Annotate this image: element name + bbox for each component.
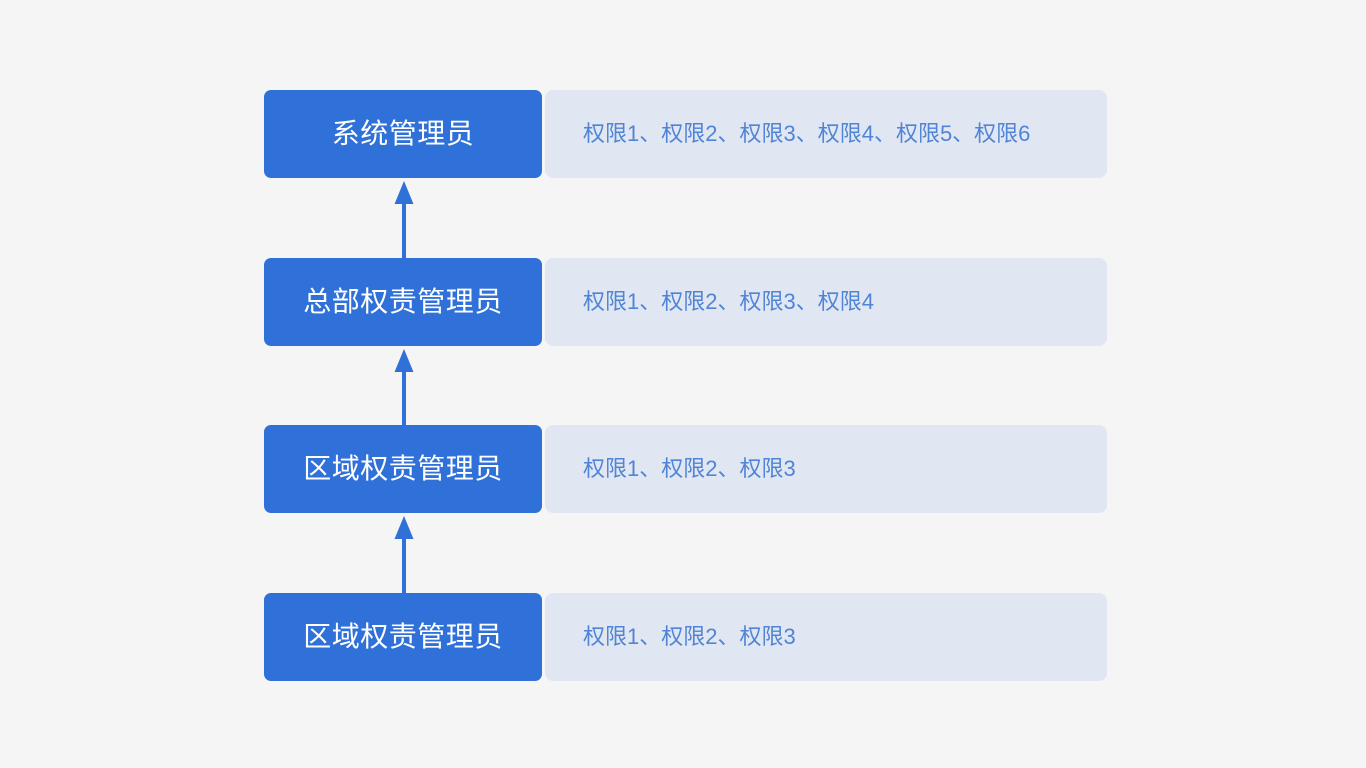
permission-panel-label: 权限1、权限2、权限3 — [583, 624, 796, 649]
arrow-up-icon — [394, 516, 414, 593]
role-chip-label: 区域权责管理员 — [303, 453, 503, 484]
permission-panel-hq-admin[interactable]: 权限1、权限2、权限3、权限4 — [545, 258, 1107, 346]
permission-panel-region-admin-2[interactable]: 权限1、权限2、权限3 — [545, 593, 1107, 681]
permission-panel-label: 权限1、权限2、权限3 — [583, 456, 796, 481]
permission-panel-label: 权限1、权限2、权限3、权限4 — [583, 289, 874, 314]
arrow-up-icon — [394, 349, 414, 425]
role-chip-label: 系统管理员 — [331, 118, 475, 149]
role-chip-label: 总部权责管理员 — [303, 286, 503, 317]
connector-level2-to-level1 — [394, 181, 414, 258]
role-chip-region-admin-1[interactable]: 区域权责管理员 — [264, 425, 542, 513]
connector-level3-to-level2 — [394, 349, 414, 425]
role-chip-label: 区域权责管理员 — [303, 621, 503, 652]
role-chip-region-admin-2[interactable]: 区域权责管理员 — [264, 593, 542, 681]
arrow-up-icon — [394, 181, 414, 258]
role-chip-system-admin[interactable]: 系统管理员 — [264, 90, 542, 178]
permission-panel-label: 权限1、权限2、权限3、权限4、权限5、权限6 — [583, 121, 1031, 146]
role-chip-hq-admin[interactable]: 总部权责管理员 — [264, 258, 542, 346]
permission-panel-region-admin-1[interactable]: 权限1、权限2、权限3 — [545, 425, 1107, 513]
connector-level4-to-level3 — [394, 516, 414, 593]
permission-panel-system-admin[interactable]: 权限1、权限2、权限3、权限4、权限5、权限6 — [545, 90, 1107, 178]
